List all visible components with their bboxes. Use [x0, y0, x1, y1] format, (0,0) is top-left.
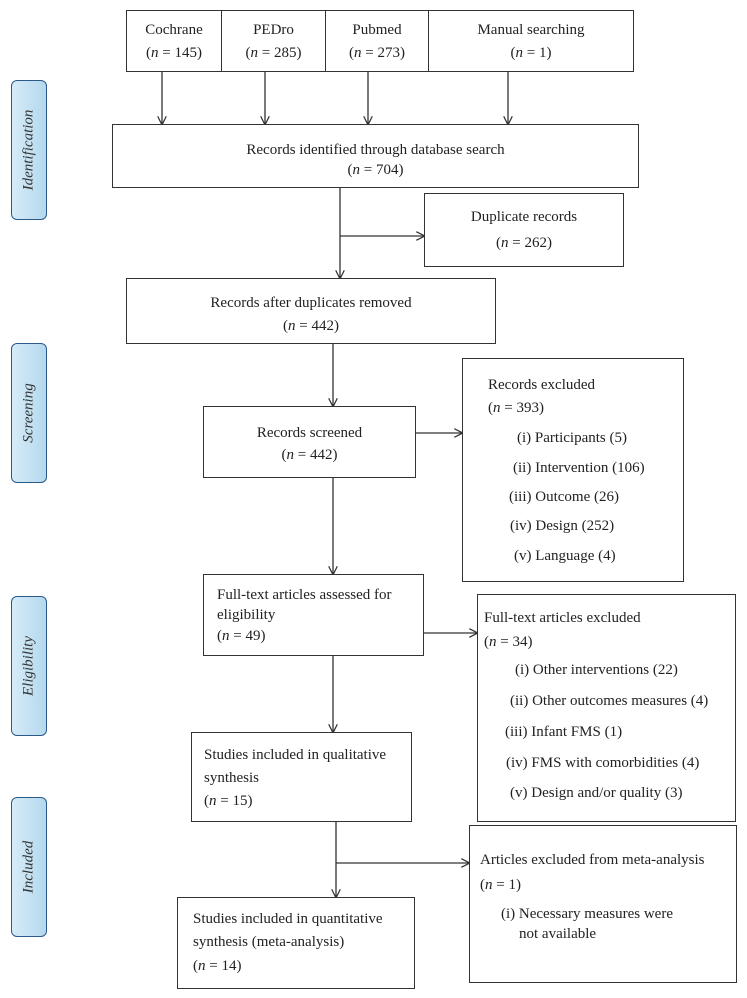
duplicates-label: Duplicate records — [470, 209, 578, 225]
records-excluded-box: Records excluded (n = 393) (i) Participa… — [462, 358, 684, 582]
fulltext-excluded-item: (v) Design and/or quality (3) — [510, 785, 683, 801]
fulltext-excluded-label: Full-text articles excluded — [484, 610, 641, 626]
fulltext-excluded-item: (iv) FMS with comorbidities (4) — [506, 755, 700, 771]
qualitative-box: Studies included in qualitative synthesi… — [191, 732, 412, 822]
fulltext-excluded-item: (iii) Infant FMS (1) — [505, 724, 623, 740]
screened-box: Records screened (n = 442) — [203, 406, 416, 478]
meta-excluded-item: (i) Necessary measures were — [501, 906, 673, 922]
meta-excluded-item-cont: not available — [519, 926, 597, 942]
stage-identification: Identification — [11, 80, 47, 220]
after-duplicates-count: (n = 442) — [283, 318, 339, 334]
source-cochrane-count: (n = 145) — [146, 45, 202, 61]
quantitative-count: (n = 14) — [193, 958, 242, 974]
source-cochrane-box: Cochrane (n = 145) — [126, 10, 222, 72]
qualitative-count: (n = 15) — [204, 793, 253, 809]
identified-box: Records identified through database sear… — [112, 124, 639, 188]
duplicates-box: Duplicate records (n = 262) — [424, 193, 624, 267]
source-pedro-name: PEDro — [253, 22, 294, 38]
screened-label: Records screened — [256, 425, 363, 441]
after-duplicates-label: Records after duplicates removed — [210, 295, 412, 311]
duplicates-count: (n = 262) — [496, 235, 552, 251]
meta-excluded-box: Articles excluded from meta-analysis (n … — [469, 825, 737, 983]
records-excluded-item: (ii) Intervention (106) — [513, 460, 645, 476]
meta-excluded-label: Articles excluded from meta-analysis — [480, 852, 705, 868]
fulltext-excluded-item: (ii) Other outcomes measures (4) — [510, 693, 709, 709]
qualitative-label-line2: synthesis — [204, 770, 260, 786]
stage-screening: Screening — [11, 343, 47, 483]
records-excluded-item: (iv) Design (252) — [510, 518, 615, 534]
quantitative-box: Studies included in quantitative synthes… — [177, 897, 415, 989]
records-excluded-item: (i) Participants (5) — [517, 430, 627, 446]
records-excluded-count: (n = 393) — [488, 400, 544, 416]
identified-label: Records identified through database sear… — [246, 142, 505, 158]
fulltext-label-line1: Full-text articles assessed for — [217, 587, 392, 603]
identified-count: (n = 704) — [347, 162, 404, 178]
after-duplicates-box: Records after duplicates removed (n = 44… — [126, 278, 496, 344]
meta-excluded-count: (n = 1) — [480, 877, 521, 893]
source-manual-count: (n = 1) — [510, 45, 552, 61]
records-excluded-label: Records excluded — [488, 377, 596, 393]
source-cochrane-name: Cochrane — [145, 22, 203, 38]
fulltext-count: (n = 49) — [217, 628, 266, 644]
source-pedro-count: (n = 285) — [245, 45, 302, 61]
source-pedro-box: PEDro (n = 285) — [221, 10, 326, 72]
fulltext-box: Full-text articles assessed for eligibil… — [203, 574, 424, 656]
fulltext-label-line2: eligibility — [217, 607, 276, 623]
records-excluded-item: (iii) Outcome (26) — [509, 489, 619, 505]
stage-included: Included — [11, 797, 47, 937]
fulltext-excluded-count: (n = 34) — [484, 634, 533, 650]
qualitative-label-line1: Studies included in qualitative — [204, 747, 387, 763]
records-excluded-item: (v) Language (4) — [514, 548, 616, 564]
source-manual-box: Manual searching (n = 1) — [428, 10, 634, 72]
stage-eligibility: Eligibility — [11, 596, 47, 736]
quantitative-label-line1: Studies included in quantitative — [193, 911, 383, 927]
fulltext-excluded-box: Full-text articles excluded (n = 34) (i)… — [477, 594, 736, 822]
fulltext-excluded-item: (i) Other interventions (22) — [515, 662, 678, 678]
source-pubmed-name: Pubmed — [352, 22, 402, 38]
screened-count: (n = 442) — [281, 447, 338, 463]
source-manual-name: Manual searching — [477, 22, 585, 38]
source-pubmed-box: Pubmed (n = 273) — [325, 10, 429, 72]
quantitative-label-line2: synthesis (meta-analysis) — [193, 934, 345, 950]
source-pubmed-count: (n = 273) — [349, 45, 405, 61]
